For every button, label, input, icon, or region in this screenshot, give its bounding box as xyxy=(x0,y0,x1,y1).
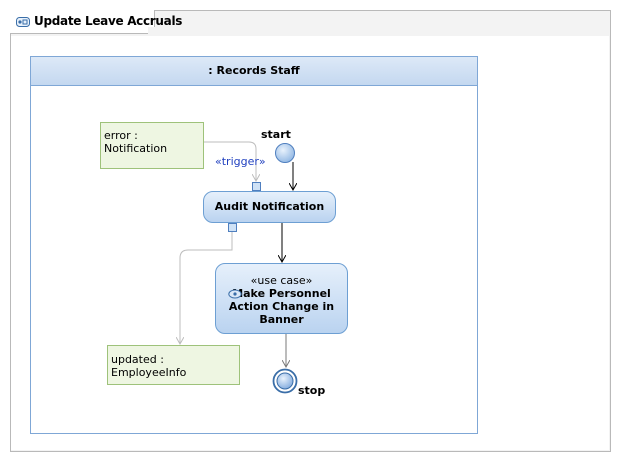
trigger-stereotype: «trigger» xyxy=(215,155,266,168)
stop-node[interactable] xyxy=(272,368,298,394)
diagram-title: Update Leave Accruals xyxy=(34,14,183,28)
stop-label: stop xyxy=(298,384,326,397)
activity-diagram-icon xyxy=(16,17,30,27)
use-case-name-line1: Make Personnel xyxy=(232,287,331,300)
diagram-tab[interactable] xyxy=(10,10,155,34)
start-node[interactable] xyxy=(274,142,296,164)
partition-records-staff[interactable]: : Records Staff xyxy=(30,56,478,434)
edge-error-to-trigger xyxy=(204,141,256,181)
action-audit-notification-label: Audit Notification xyxy=(214,200,325,213)
action-use-case[interactable]: «use case» Make Personnel Action Change … xyxy=(215,263,348,334)
use-case-name-line3: Banner xyxy=(259,313,304,326)
object-error-notification[interactable]: error : Notification xyxy=(100,122,204,169)
output-pin[interactable] xyxy=(228,223,237,232)
object-error-notification-label: error : Notification xyxy=(104,129,168,155)
partition-header: : Records Staff xyxy=(31,57,477,86)
use-case-stereotype: «use case» xyxy=(250,274,313,287)
tab-corner xyxy=(148,27,156,35)
object-updated-employeeinfo-label: updated : EmployeeInfo xyxy=(111,353,187,379)
start-label: start xyxy=(261,128,291,141)
use-case-icon xyxy=(228,289,242,299)
use-case-name-line2: Action Change in xyxy=(228,300,335,313)
object-updated-employeeinfo[interactable]: updated : EmployeeInfo xyxy=(107,345,240,385)
edge-pin-to-updated xyxy=(180,232,233,344)
trigger-input-pin[interactable] xyxy=(252,182,261,191)
action-audit-notification[interactable]: Audit Notification xyxy=(203,191,336,223)
